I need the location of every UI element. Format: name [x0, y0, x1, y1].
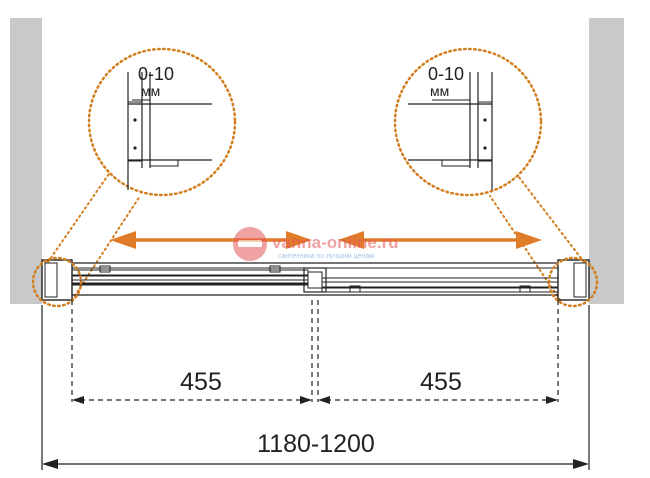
left-callout-leader-upper [47, 167, 114, 263]
right-clamp-callout [547, 256, 599, 308]
left-gap-label: 0-10 [138, 64, 174, 84]
left-wall [10, 18, 42, 304]
watermark-site: vanna-online.ru [272, 233, 399, 252]
right-wall [589, 18, 624, 304]
right-callout-leader-upper [514, 171, 585, 263]
left-gap-unit: мм [141, 83, 160, 99]
left-clamp-callout [31, 256, 83, 308]
left-opening-value: 455 [180, 368, 222, 396]
watermark: vanna-online.ru сантехника по лучшим цен… [233, 227, 399, 261]
right-gap-label: 0-10 [428, 64, 464, 84]
watermark-tagline: сантехника по лучшим ценам [278, 253, 374, 260]
right-slide-arrow [338, 231, 542, 249]
opening-extension-lines [71, 300, 559, 402]
total-width-value: 1180-1200 [257, 430, 375, 458]
total-width-dimension: 1180-1200 [41, 305, 590, 470]
left-opening-dimension: 455 [72, 368, 312, 404]
right-detail-callout: 0-10 мм [393, 47, 543, 197]
right-gap-unit: мм [430, 83, 449, 99]
right-opening-value: 455 [420, 368, 462, 396]
door-profile-assembly [41, 259, 590, 301]
left-detail-callout: 0-10 мм [87, 47, 237, 197]
left-slide-arrow [110, 231, 312, 249]
right-opening-dimension: 455 [318, 368, 558, 404]
